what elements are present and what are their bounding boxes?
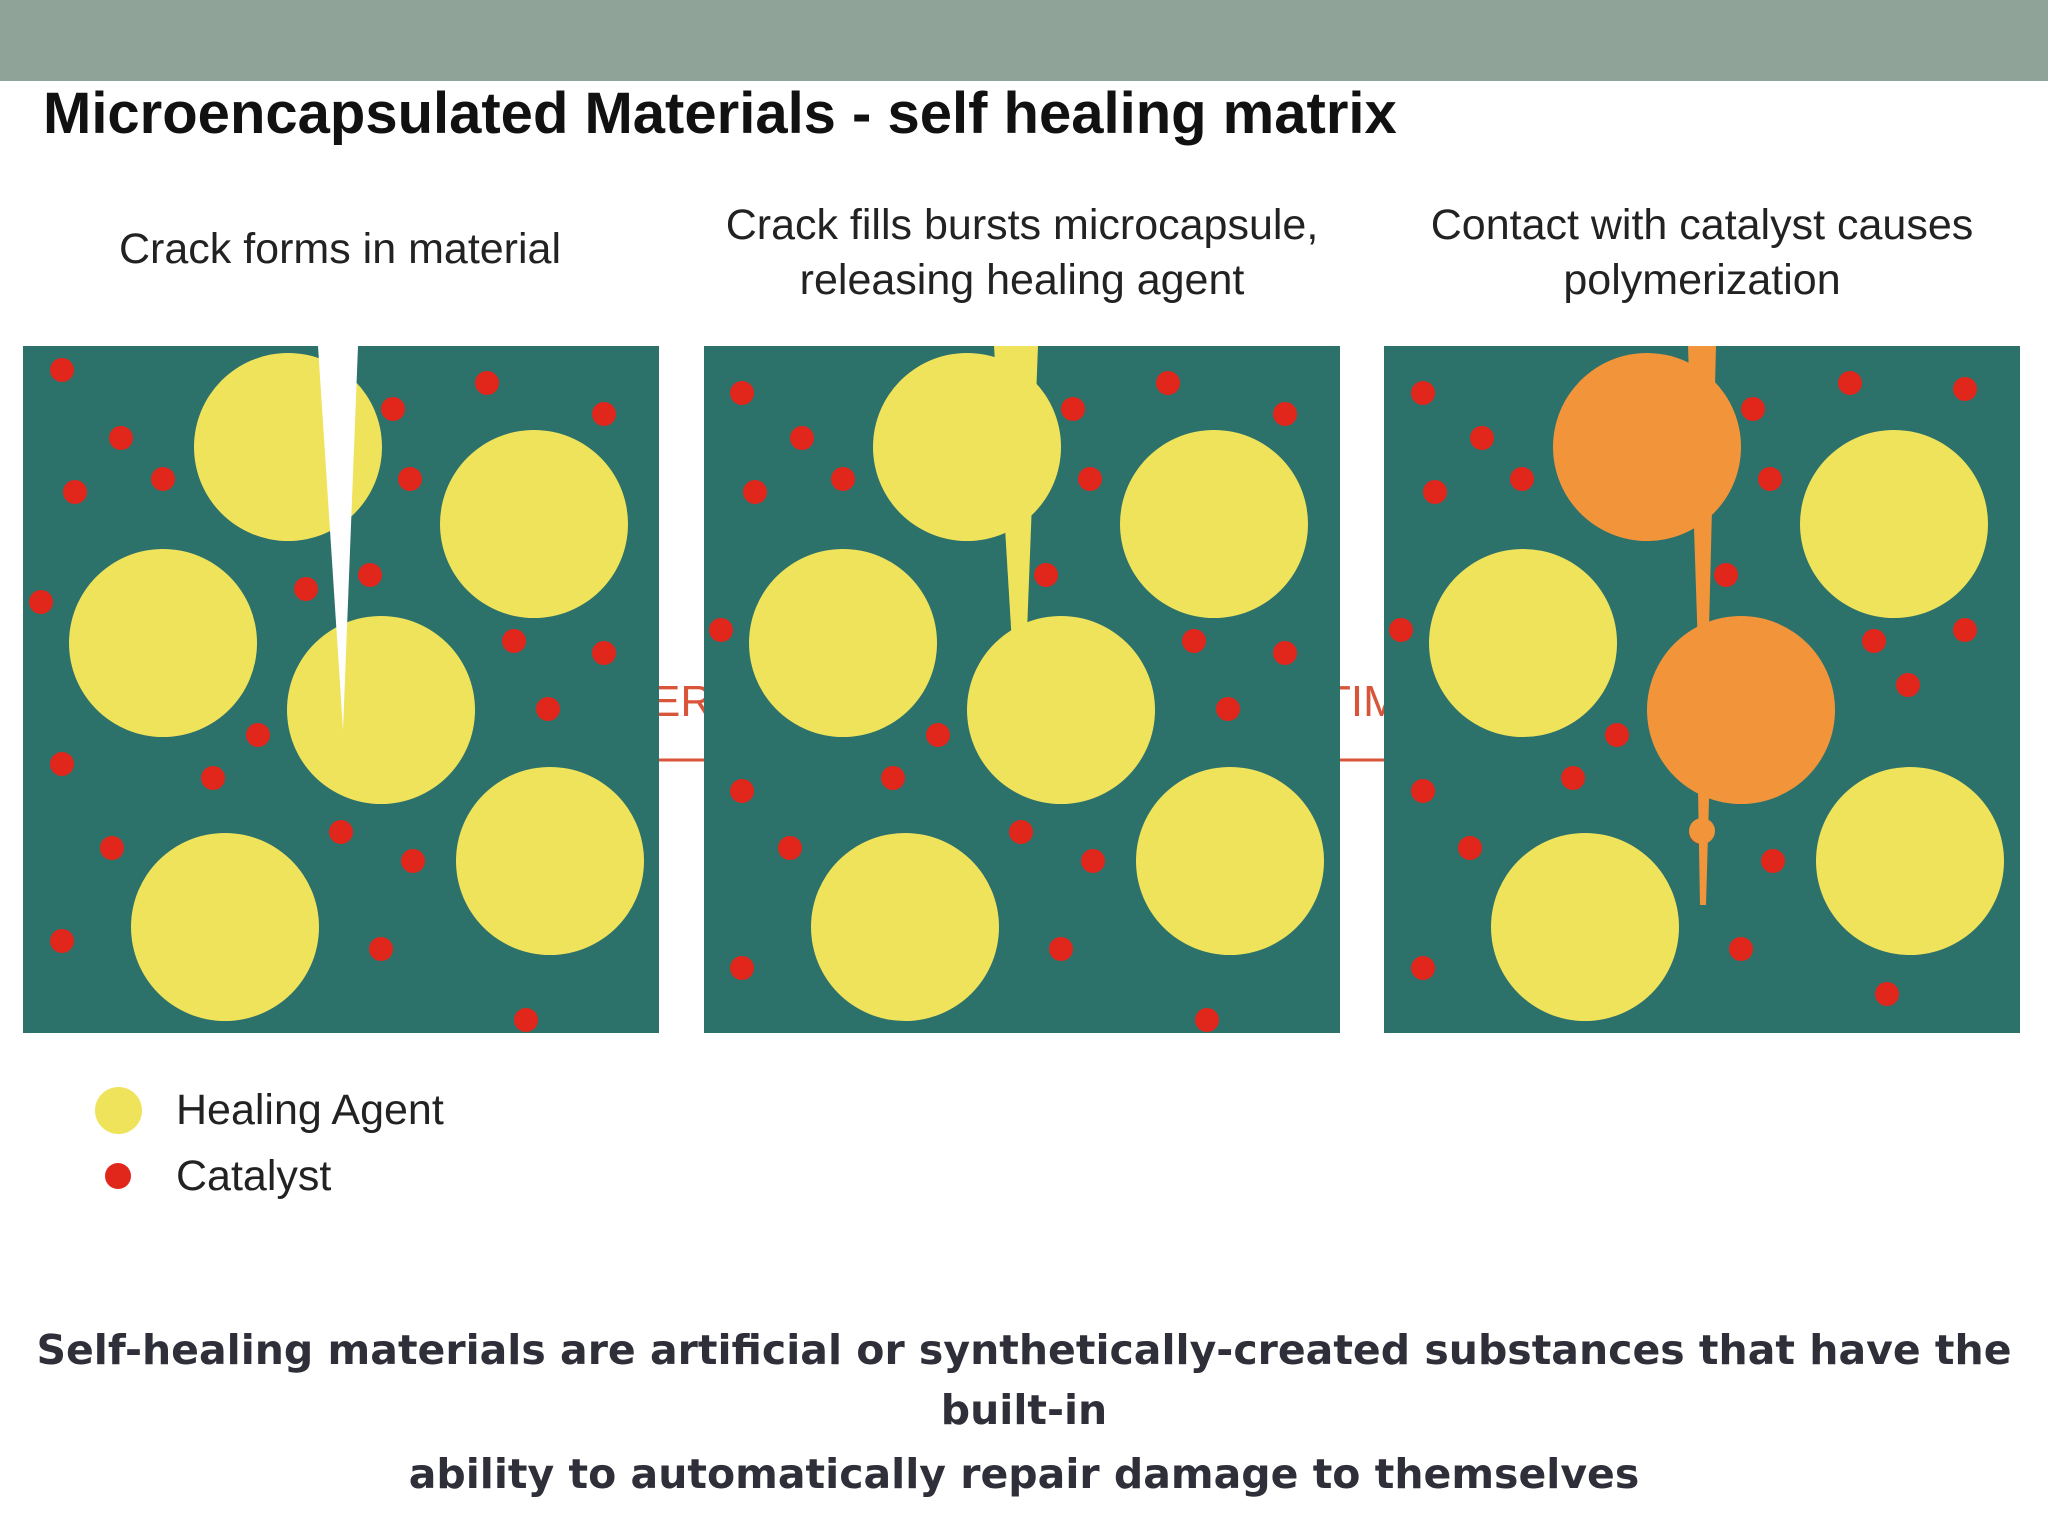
panel-capsule-bursts: [704, 346, 1340, 1033]
microcapsule: [1120, 430, 1308, 618]
header-band: [0, 0, 2048, 81]
microcapsule: [1816, 767, 2004, 955]
legend-label: Catalyst: [176, 1151, 332, 1200]
microcapsule: [131, 833, 319, 1021]
catalyst-particles: [709, 371, 1297, 1032]
microcapsule: [1429, 549, 1617, 737]
microcapsule: [1136, 767, 1324, 955]
summary-text: Self-healing materials are artificial or…: [24, 1320, 2024, 1504]
microcapsule: [749, 549, 937, 737]
caption-line: releasing healing agent: [799, 256, 1245, 304]
healing-agent-swatch-icon: [95, 1086, 142, 1134]
crack: [318, 346, 358, 730]
caption-line: Contact with catalyst causes: [1430, 201, 1974, 249]
microcapsule: [1800, 430, 1988, 618]
summary-line: Self-healing materials are artificial or…: [36, 1326, 2012, 1434]
microcapsule: [287, 616, 475, 804]
panel-1-caption: Crack forms in material: [22, 222, 658, 277]
microcapsule: [811, 833, 999, 1021]
microcapsule: [440, 430, 628, 618]
caption-line: Crack forms in material: [118, 225, 562, 273]
background-text-fragment: ER: [651, 677, 712, 726]
slide-title: Microencapsulated Materials - self heali…: [43, 81, 1397, 146]
panel-2-caption: Crack fills bursts microcapsule, releasi…: [704, 198, 1340, 308]
panel-crack-forms: [23, 346, 659, 1033]
polymerized-healing-agent: [1553, 346, 1835, 905]
summary-line: ability to automatically repair damage t…: [408, 1450, 1640, 1498]
microcapsule: [69, 549, 257, 737]
legend-label: Healing Agent: [176, 1085, 444, 1134]
panel-3-caption: Contact with catalyst causes polymerizat…: [1384, 198, 2020, 308]
panel-polymerization: [1384, 346, 2020, 1033]
legend-item-catalyst: Catalyst: [95, 1146, 331, 1206]
caption-line: Crack fills bursts microcapsule,: [725, 201, 1319, 249]
microcapsule: [456, 767, 644, 955]
self-healing-diagram: ER TIM: [23, 346, 2020, 1033]
released-healing-agent: [873, 346, 1155, 804]
legend-item-healing-agent: Healing Agent: [95, 1080, 444, 1140]
catalyst-swatch-icon: [105, 1163, 131, 1189]
microcapsule: [1491, 833, 1679, 1021]
caption-line: polymerization: [1563, 256, 1841, 304]
catalyst-particles: [29, 358, 616, 1032]
